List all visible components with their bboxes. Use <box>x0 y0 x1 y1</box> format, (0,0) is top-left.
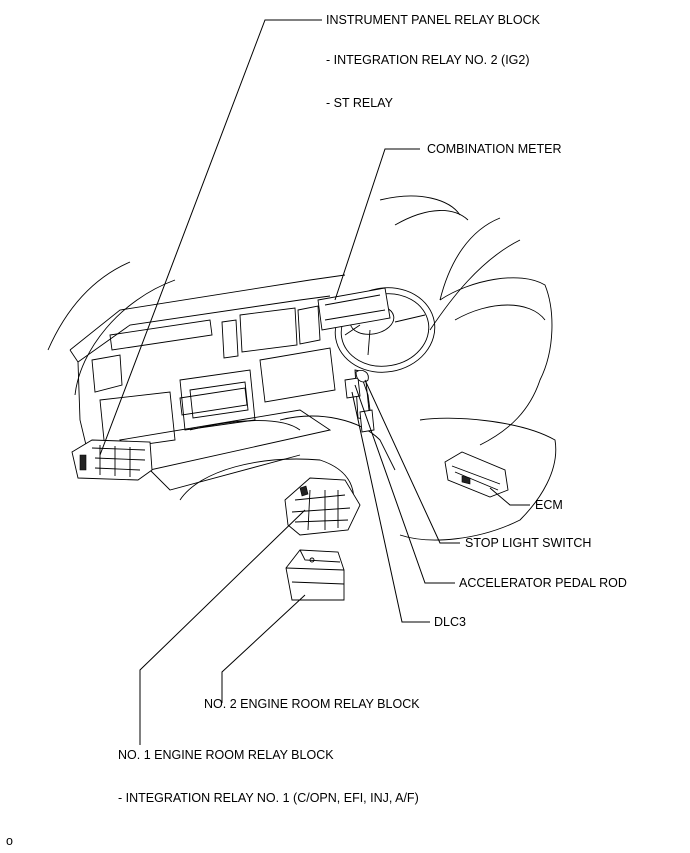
leader-dlc3 <box>351 391 430 623</box>
corner-mark: o <box>6 834 13 848</box>
leader-no1-engine-room-relay-block <box>139 509 306 745</box>
label-no2-engine-room-relay-block: NO. 2 ENGINE ROOM RELAY BLOCK <box>204 697 420 711</box>
label-combination-meter: COMBINATION METER <box>427 142 562 156</box>
label-st-relay: - ST RELAY <box>326 96 393 110</box>
label-dlc3: DLC3 <box>434 615 466 629</box>
leader-instrument-panel-relay-block <box>99 19 322 456</box>
leader-combination-meter <box>334 148 420 301</box>
label-no1-engine-room-relay-block: NO. 1 ENGINE ROOM RELAY BLOCK <box>118 748 334 762</box>
leader-stop-light-switch <box>364 379 460 544</box>
label-integration-relay-no2: - INTEGRATION RELAY NO. 2 (IG2) <box>326 53 530 67</box>
label-stop-light-switch: STOP LIGHT SWITCH <box>465 536 592 550</box>
leader-ecm <box>489 487 530 506</box>
label-accelerator-pedal-rod: ACCELERATOR PEDAL ROD <box>459 576 627 590</box>
leader-no2-engine-room-relay-block <box>221 594 306 703</box>
leader-accelerator-pedal-rod <box>354 384 455 584</box>
label-ecm: ECM <box>535 498 563 512</box>
label-integration-relay-no1: - INTEGRATION RELAY NO. 1 (C/OPN, EFI, I… <box>118 791 419 805</box>
label-instrument-panel-relay-block: INSTRUMENT PANEL RELAY BLOCK <box>326 13 540 27</box>
